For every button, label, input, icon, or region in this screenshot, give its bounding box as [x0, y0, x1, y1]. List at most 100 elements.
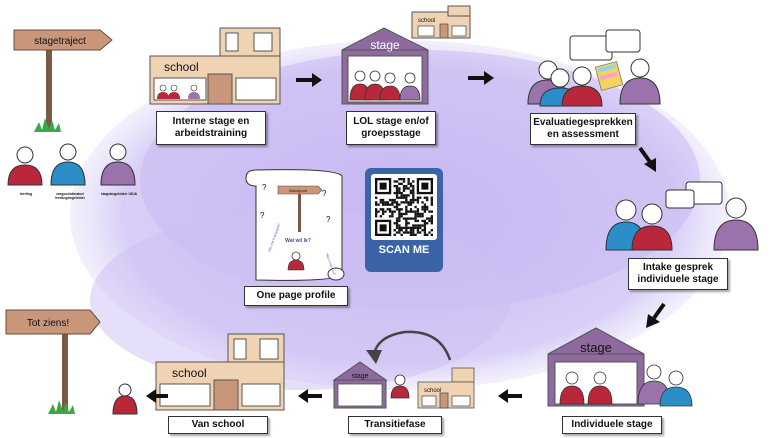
stage-top-label: stage: [370, 38, 400, 52]
qr-module: [416, 226, 420, 230]
qr-module: [423, 208, 427, 211]
qr-module: [391, 212, 394, 216]
qr-module: [412, 226, 415, 230]
arrow-step6-to-step7: [298, 389, 322, 403]
qr-module: [375, 215, 378, 218]
qr-module: [405, 184, 408, 188]
qr-module: [393, 229, 396, 232]
qr-module: [407, 222, 410, 225]
school-small-bottom-label: school: [424, 388, 441, 394]
qr-module: [400, 196, 403, 199]
qr-module: [398, 210, 401, 213]
qr-module: [409, 191, 413, 195]
qr-module: [398, 212, 401, 216]
qr-module: [426, 208, 429, 211]
qr-module: [409, 217, 413, 220]
qr-module: [381, 198, 385, 202]
qr-module: [423, 222, 427, 225]
qr-module: [421, 215, 424, 218]
qr-module: [388, 198, 392, 202]
qr-module: [423, 196, 427, 199]
qr-module: [407, 187, 410, 190]
qr-module: [375, 208, 378, 211]
qr-module: [405, 208, 408, 211]
arrow-step2-to-step3: [468, 71, 494, 85]
qr-module: [412, 231, 415, 234]
qr-module: [407, 217, 410, 220]
qr-module: [414, 226, 417, 230]
school-top-label: school: [164, 60, 199, 74]
qr-module: [426, 233, 429, 236]
qr-module: [430, 196, 433, 199]
qr-module: [414, 198, 417, 202]
qr-module: [416, 212, 420, 216]
qr-module: [395, 189, 399, 192]
qr-module: [398, 187, 401, 190]
qr-module: [400, 182, 403, 185]
profile-sign-label: Standpunt: [289, 188, 308, 193]
qr-module: [398, 217, 401, 220]
qr-module: [386, 201, 389, 204]
qr-module: [398, 182, 401, 185]
one-page-profile-sheet: Standpunt ? ? ? ? Wat wil ik? Wat vind i…: [245, 169, 345, 281]
qr-module: [381, 203, 385, 206]
qr-module: [386, 203, 389, 206]
qr-module: [421, 229, 424, 232]
qr-module: [409, 203, 413, 206]
qr-module: [391, 203, 394, 206]
qr-module: [409, 210, 413, 213]
qr-module: [405, 201, 408, 204]
qr-module: [379, 201, 382, 204]
school-building-top: school: [149, 27, 281, 105]
qr-module: [393, 205, 396, 209]
qr-module: [416, 224, 420, 227]
qr-module: [398, 229, 401, 232]
qr-module: [412, 201, 415, 204]
qr-module: [405, 194, 408, 197]
qr-module: [414, 210, 417, 213]
qr-module: [407, 226, 410, 230]
qr-module: [430, 233, 433, 236]
qr-module: [421, 219, 424, 223]
qr-module: [416, 198, 420, 202]
qr-module: [421, 224, 424, 227]
qr-finder-pattern: [379, 224, 387, 232]
qr-module: [412, 180, 415, 183]
qr-module: [377, 210, 380, 213]
qr-module: [402, 217, 406, 220]
qr-module: [409, 231, 413, 234]
qr-module: [402, 187, 406, 190]
qr-module: [414, 233, 417, 236]
qr-module: [430, 203, 433, 206]
qr-module: [423, 231, 427, 234]
qr-module: [379, 215, 382, 218]
qr-module: [412, 217, 415, 220]
qr-module: [405, 222, 408, 225]
qr-module: [398, 215, 401, 218]
qr-module: [426, 222, 429, 225]
qr-module: [395, 224, 399, 227]
qr-module: [412, 210, 415, 213]
profile-label-box: One page profile: [244, 286, 348, 306]
start-signpost: stagetraject: [13, 29, 113, 132]
qr-module: [400, 226, 403, 230]
legend-label-coordinator: zorgcoördinator/ leerlingbegeleider: [55, 192, 85, 200]
qr-module: [400, 233, 403, 236]
qr-module: [409, 233, 413, 236]
qr-module: [398, 196, 401, 199]
profile-question-mark: ?: [326, 215, 331, 224]
qr-module: [423, 226, 427, 230]
qr-module: [398, 226, 401, 230]
school-bottom-label: school: [172, 366, 207, 380]
qr-code-card[interactable]: SCAN ME: [365, 168, 443, 272]
arrow-step5-to-step6: [498, 389, 522, 403]
qr-module: [405, 229, 408, 232]
qr-module: [395, 187, 399, 190]
qr-module: [393, 184, 396, 188]
step-box-transition: Transitiefase: [348, 416, 442, 434]
qr-module: [412, 187, 415, 190]
qr-module: [402, 194, 406, 197]
profile-question-mark: ?: [260, 211, 265, 220]
qr-module: [421, 205, 424, 209]
qr-module: [393, 180, 396, 183]
